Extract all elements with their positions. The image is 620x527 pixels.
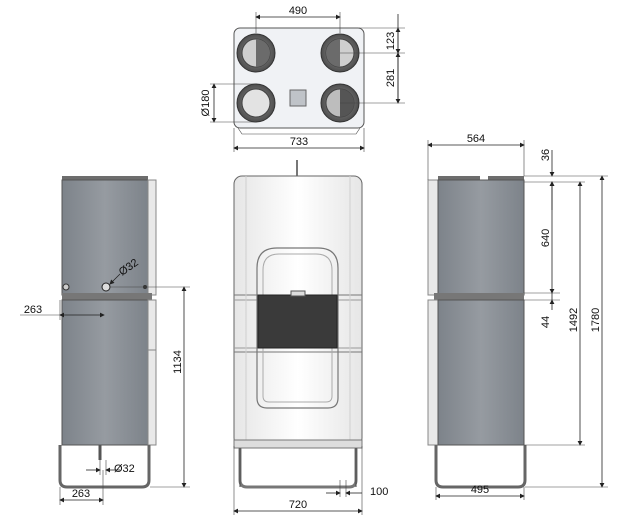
right-lower-module bbox=[437, 299, 525, 446]
front-door-frame bbox=[256, 247, 339, 409]
left-pipe-connector-upper bbox=[101, 282, 111, 292]
dim-564: 564 bbox=[467, 133, 485, 145]
dim-733: 733 bbox=[290, 136, 308, 148]
dim-diameter-32-lower: Ø32 bbox=[114, 463, 135, 475]
dim-1492: 1492 bbox=[568, 308, 580, 332]
right-stand bbox=[434, 445, 527, 489]
duct-top-left bbox=[236, 33, 276, 73]
dim-281: 281 bbox=[385, 69, 397, 87]
dim-diameter-180: Ø180 bbox=[200, 90, 212, 117]
left-top-cap bbox=[62, 176, 148, 182]
dim-490: 490 bbox=[289, 5, 307, 17]
top-view: 490 123 281 Ø180 733 bbox=[200, 5, 405, 152]
dim-640: 640 bbox=[540, 229, 552, 247]
dim-1134: 1134 bbox=[172, 350, 184, 374]
right-view: 564 36 640 44 1492 1780 495 bbox=[427, 133, 608, 500]
front-stand bbox=[238, 448, 358, 489]
front-view: 720 100 bbox=[233, 160, 388, 515]
top-view-connector-box bbox=[289, 89, 307, 107]
left-upper-module bbox=[61, 179, 149, 296]
dim-263-lower: 263 bbox=[72, 488, 90, 500]
dim-720: 720 bbox=[289, 499, 307, 511]
dim-44: 44 bbox=[540, 316, 552, 328]
dim-1780: 1780 bbox=[590, 308, 602, 332]
dim-123: 123 bbox=[385, 32, 397, 50]
dim-36: 36 bbox=[540, 149, 552, 161]
right-upper-module bbox=[437, 179, 525, 296]
left-stand bbox=[58, 445, 151, 489]
dim-495: 495 bbox=[471, 484, 489, 496]
left-lower-module bbox=[61, 299, 149, 446]
dim-100: 100 bbox=[370, 486, 388, 498]
left-view: Ø32 263 1134 Ø32 263 bbox=[20, 176, 190, 505]
duct-bottom-left bbox=[236, 83, 276, 123]
dim-263-upper: 263 bbox=[24, 304, 42, 316]
front-control-panel bbox=[257, 294, 338, 349]
